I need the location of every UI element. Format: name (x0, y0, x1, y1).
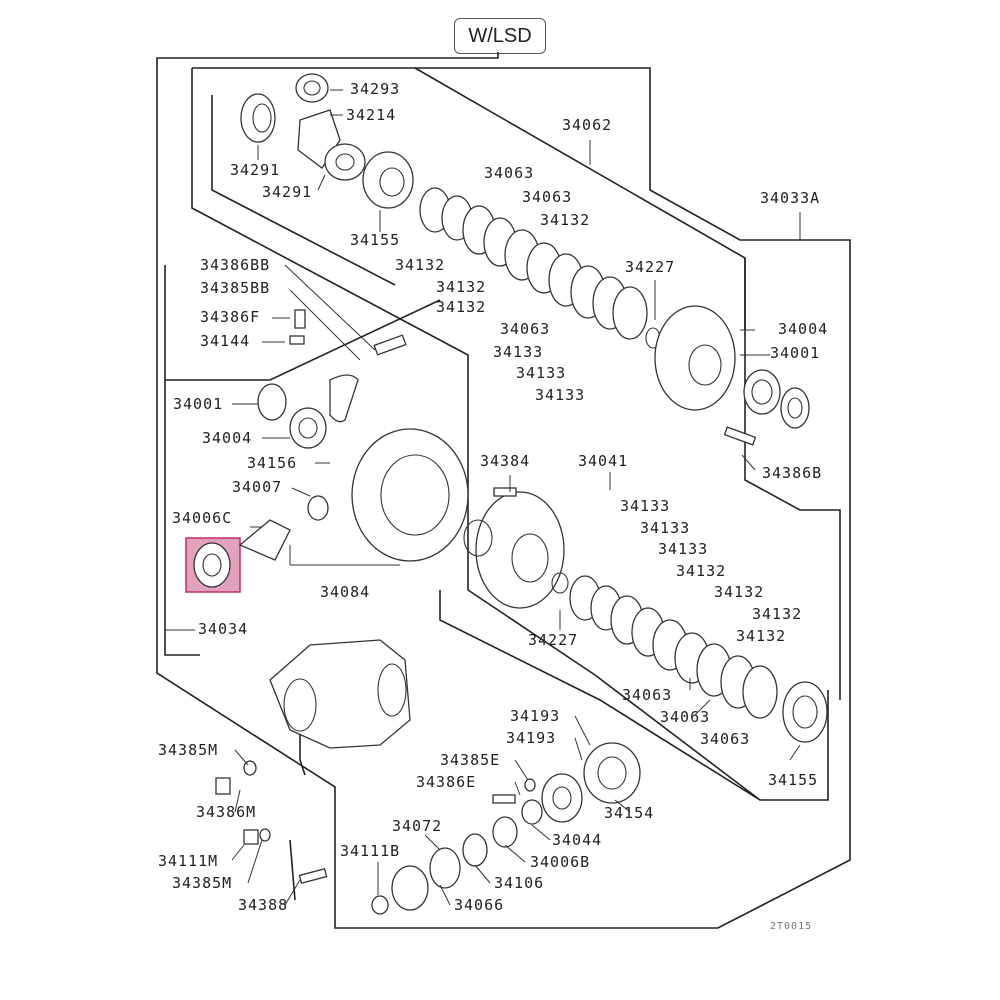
label-34004b: 34004 (202, 429, 252, 447)
label-34063e: 34063 (660, 708, 710, 726)
label-34063b: 34063 (522, 188, 572, 206)
label-34133e: 34133 (640, 519, 690, 537)
label-34384: 34384 (480, 452, 530, 470)
label-34156: 34156 (247, 454, 297, 472)
left-parts (193, 309, 469, 588)
label-34144: 34144 (200, 332, 250, 350)
part-labels: 34293 34214 34291 34291 34155 34062 3406… (158, 80, 828, 932)
upper-gear-parts (240, 73, 414, 209)
label-34033A: 34033A (760, 189, 820, 207)
label-34006B: 34006B (530, 853, 590, 871)
bottom-parts (215, 742, 641, 915)
label-34132a: 34132 (540, 211, 590, 229)
carrier-housing (269, 639, 411, 749)
label-34385M-a: 34385M (158, 741, 218, 759)
label-34001a: 34001 (770, 344, 820, 362)
label-34386M: 34386M (196, 803, 256, 821)
label-34063d: 34063 (622, 686, 672, 704)
label-34193b: 34193 (506, 729, 556, 747)
label-34132g: 34132 (752, 605, 802, 623)
label-34133c: 34133 (535, 386, 585, 404)
footer-code: 2T0015 (770, 921, 812, 932)
label-34133b: 34133 (516, 364, 566, 382)
label-34084: 34084 (320, 583, 370, 601)
label-34132f: 34132 (714, 583, 764, 601)
label-34006C: 34006C (172, 509, 232, 527)
label-34007: 34007 (232, 478, 282, 496)
label-34385E: 34385E (440, 751, 500, 769)
label-34293: 34293 (350, 80, 400, 98)
label-34111M: 34111M (158, 852, 218, 870)
label-34227b: 34227 (528, 631, 578, 649)
label-34133f: 34133 (658, 540, 708, 558)
label-34111B: 34111B (340, 842, 400, 860)
label-34155a: 34155 (350, 231, 400, 249)
diagram-title: W/LSD (454, 18, 546, 54)
label-34132e: 34132 (676, 562, 726, 580)
label-34001b: 34001 (173, 395, 223, 413)
diff-case-lower (463, 487, 569, 609)
label-34385M-b: 34385M (172, 874, 232, 892)
label-34044: 34044 (552, 831, 602, 849)
label-34133a: 34133 (493, 343, 543, 361)
label-34291a: 34291 (230, 161, 280, 179)
label-34062: 34062 (562, 116, 612, 134)
label-34041: 34041 (578, 452, 628, 470)
lower-clutch-plates (569, 575, 828, 743)
label-34386E: 34386E (416, 773, 476, 791)
label-34132b: 34132 (395, 256, 445, 274)
diff-case-upper (654, 305, 810, 446)
label-34034: 34034 (198, 620, 248, 638)
label-34132h: 34132 (736, 627, 786, 645)
label-34386F: 34386F (200, 308, 260, 326)
label-34133d: 34133 (620, 497, 670, 515)
label-34063c: 34063 (500, 320, 550, 338)
upper-clutch-plates (419, 187, 661, 349)
label-34388: 34388 (238, 896, 288, 914)
label-34227a: 34227 (625, 258, 675, 276)
label-34385BB: 34385BB (200, 279, 270, 297)
label-34214: 34214 (346, 106, 396, 124)
label-34132d: 34132 (436, 298, 486, 316)
label-34154: 34154 (604, 804, 654, 822)
label-34072: 34072 (392, 817, 442, 835)
label-34155b: 34155 (768, 771, 818, 789)
label-34193a: 34193 (510, 707, 560, 725)
label-34132c: 34132 (436, 278, 486, 296)
label-34004a: 34004 (778, 320, 828, 338)
label-34066: 34066 (454, 896, 504, 914)
leader-lines (165, 89, 801, 906)
label-34063a: 34063 (484, 164, 534, 182)
label-34291b: 34291 (262, 183, 312, 201)
outline-frames (156, 52, 851, 929)
label-34386B: 34386B (762, 464, 822, 482)
label-34063f: 34063 (700, 730, 750, 748)
label-34386BB: 34386BB (200, 256, 270, 274)
label-34106: 34106 (494, 874, 544, 892)
